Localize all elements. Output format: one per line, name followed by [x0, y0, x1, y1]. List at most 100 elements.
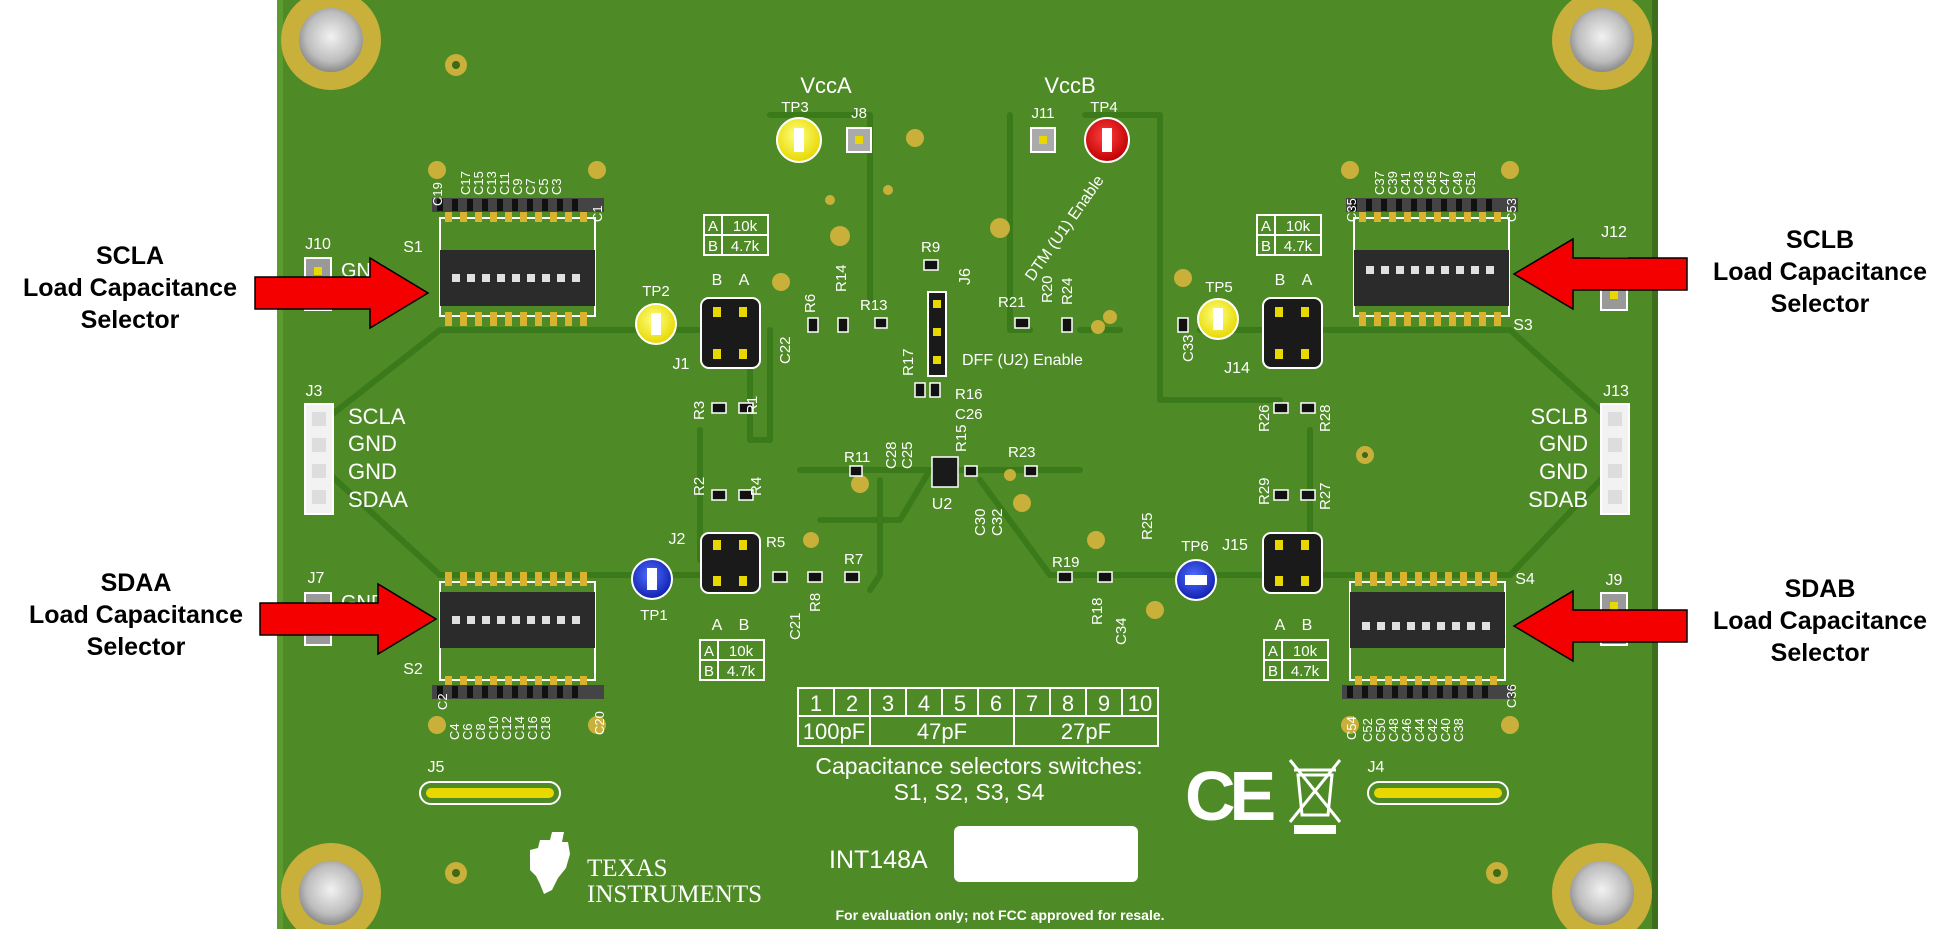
cap-value-47pf: 47pF	[917, 719, 967, 744]
callout-scla: SCLA Load Capacitance Selector	[10, 240, 250, 336]
r16-label: R16	[955, 386, 983, 403]
smd-components	[711, 259, 1316, 583]
pullup-j2-47k: 4.7k	[727, 663, 756, 680]
cap-s1-5: C7	[523, 178, 538, 195]
callout-scla-line2: Load Capacitance	[23, 274, 237, 302]
pullup-j14-a: A	[1261, 218, 1271, 235]
c33-label: C33	[1180, 334, 1197, 362]
r21-label: R21	[998, 294, 1026, 311]
j7-label: J7	[308, 570, 325, 587]
s2-dip-switch[interactable]	[432, 572, 604, 699]
cap-value-27pf: 27pF	[1061, 719, 1111, 744]
pullup-table-j15: A 10k B 4.7k	[1263, 639, 1329, 681]
cap-selector-table: 1 2 3 4 5 6 7 8 9 10 100pF 47pF 27pF	[797, 687, 1159, 747]
s4-dip-switch[interactable]	[1342, 572, 1514, 699]
r17-label: R17	[900, 348, 917, 376]
vccb-label: VccB	[1044, 73, 1095, 98]
cap-row-s1: C19 C17 C15 C13 C11 C9 C7 C5 C3 C1	[430, 171, 605, 222]
r7-label: R7	[844, 551, 863, 568]
cap-s2-6: C16	[525, 716, 540, 740]
c35-label: C35	[1344, 198, 1359, 222]
r27-label: R27	[1317, 482, 1334, 510]
j13-label: J13	[1603, 383, 1629, 400]
arrow-sclb	[1512, 237, 1688, 311]
j4-label: J4	[1368, 759, 1385, 776]
arrow-sdaa	[259, 582, 438, 656]
c28-label: C28	[883, 441, 900, 469]
pullup-j1-10k: 10k	[733, 218, 758, 235]
cap-s1-2: C13	[484, 171, 499, 195]
c1-label: C1	[590, 205, 605, 222]
callout-scla-line3: Selector	[80, 306, 180, 334]
j4-header[interactable]	[1367, 781, 1509, 805]
cap-note-line2: S1, S2, S3, S4	[894, 779, 1045, 805]
pullup-j2-b: B	[704, 663, 714, 680]
tp1-label: TP1	[640, 607, 668, 624]
pullup-j2-10k: 10k	[729, 643, 754, 660]
c26-label: C26	[955, 406, 983, 423]
tp6-test-point[interactable]	[1175, 559, 1217, 601]
r13-label: R13	[860, 297, 888, 314]
cap-row-s3: C35 C37 C39 C41 C43 C45 C47 C49 C51 C53	[1344, 171, 1519, 222]
j5-header[interactable]	[419, 781, 561, 805]
j12-label: J12	[1601, 224, 1627, 241]
tp3-test-point[interactable]	[776, 117, 822, 163]
cap-sw-9: 9	[1098, 691, 1110, 716]
c21-label: C21	[787, 612, 804, 640]
s3-dip-switch[interactable]	[1346, 198, 1518, 326]
j2-a-label: A	[712, 617, 723, 634]
c32-label: C32	[989, 508, 1006, 536]
j6-header[interactable]	[927, 291, 947, 377]
pullup-j15-47k: 4.7k	[1291, 663, 1320, 680]
j2-b-label: B	[739, 617, 750, 634]
cap-value-100pf: 100pF	[803, 719, 865, 744]
cap-s3-1: C39	[1385, 171, 1400, 195]
pullup-table-j2: A 10k B 4.7k	[699, 639, 765, 681]
j1-jumper[interactable]	[700, 297, 761, 369]
cap-s3-3: C43	[1411, 171, 1426, 195]
pullup-j14-47k: 4.7k	[1284, 238, 1313, 255]
component-labels: R1 R3 R2 R4 R5 R7 R8 C21 C22 R6 R14 R13 …	[691, 239, 1334, 645]
s1-dip-switch[interactable]	[432, 198, 604, 326]
j3-pin-2: GND	[348, 431, 397, 456]
cap-s3-2: C41	[1398, 171, 1413, 195]
tp4-test-point[interactable]	[1084, 117, 1130, 163]
j6-label: J6	[957, 268, 974, 285]
c34-label: C34	[1113, 617, 1130, 645]
j13-connector[interactable]	[1600, 403, 1630, 515]
arrow-sdab	[1512, 589, 1688, 663]
pullup-j15-a: A	[1268, 643, 1278, 660]
j3-pin-4: SDAA	[348, 487, 408, 512]
tp5-test-point[interactable]	[1197, 298, 1239, 340]
j1-a-label: A	[739, 272, 750, 289]
c36-label: C36	[1504, 684, 1519, 708]
cap-s4-0: C52	[1360, 718, 1375, 742]
cap-s2-7: C18	[538, 716, 553, 740]
s4-label: S4	[1515, 571, 1535, 588]
tp4-label: TP4	[1090, 99, 1118, 116]
tp2-test-point[interactable]	[635, 303, 677, 345]
pcb-edge-shadow	[1652, 0, 1658, 929]
r2-label: R2	[691, 477, 708, 496]
cap-sw-1: 1	[810, 691, 822, 716]
j3-connector[interactable]	[304, 403, 334, 515]
cap-s1-3: C11	[497, 172, 512, 195]
callout-sdab: SDAB Load Capacitance Selector	[1700, 573, 1940, 669]
j2-jumper[interactable]	[700, 532, 761, 594]
j3-label: J3	[306, 383, 323, 400]
cap-s1-7: C3	[549, 178, 564, 195]
j11-label: J11	[1031, 105, 1054, 122]
j15-jumper[interactable]	[1262, 532, 1323, 594]
j14-jumper[interactable]	[1262, 297, 1323, 369]
j15-label: J15	[1222, 537, 1248, 554]
disclaimer-text: For evaluation only; not FCC approved fo…	[835, 907, 1164, 923]
fiducials	[445, 54, 1508, 884]
pullup-j14-10k: 10k	[1286, 218, 1311, 235]
callout-sdaa-line2: Load Capacitance	[29, 601, 243, 629]
mounting-hole-bl	[281, 843, 381, 929]
pullup-j15-b: B	[1268, 663, 1278, 680]
cap-s3-4: C45	[1424, 171, 1439, 195]
cap-sw-6: 6	[990, 691, 1002, 716]
tp1-test-point[interactable]	[631, 558, 673, 600]
j14-a-label: A	[1302, 272, 1313, 289]
